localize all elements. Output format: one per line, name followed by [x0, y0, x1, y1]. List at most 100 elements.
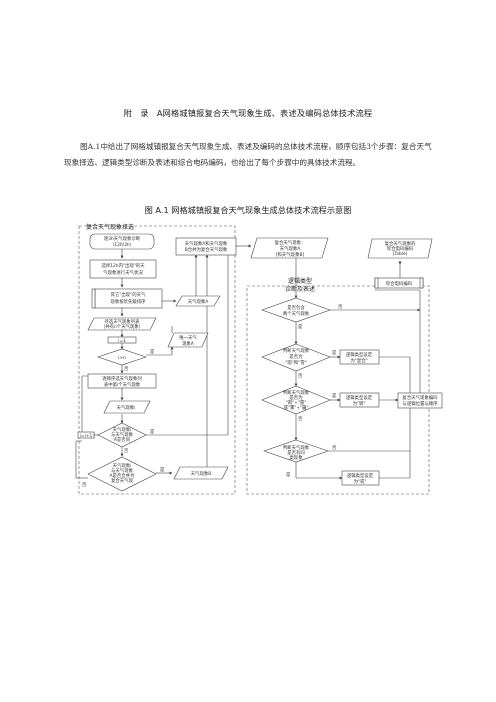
svg-text:为"混合": 为"混合": [350, 357, 367, 364]
node-init-i: i=1: [107, 336, 137, 344]
svg-text:i=i+1: i=i+1: [80, 433, 93, 439]
svg-text:是否包含: 是否包含: [287, 304, 305, 311]
svg-text:i=1: i=1: [118, 338, 126, 344]
svg-text:A是否合并为: A是否合并为: [110, 472, 135, 479]
node-sort-priority: 其它"出现"的天气 现象按优先级排序: [91, 288, 163, 309]
appendix-title: A网格城镇报复合天气现象生成、表述及编码总体技术流程: [156, 108, 373, 118]
node-decision-i-gt-n: i>n 是 否: [97, 348, 155, 372]
svg-text:是: 是: [150, 349, 155, 355]
node-pick-ith: 逐降序选天气现象列 表中第i个天气现象: [87, 373, 157, 389]
svg-text:综合电码编码: 综合电码编码: [386, 280, 413, 287]
svg-text:否: 否: [124, 366, 129, 372]
intro-paragraph: 图A.1中给出了网格城镇报复合天气现象生成、表述及编码的总体技术流程，顺序包括3…: [64, 142, 432, 167]
svg-text:[和天气现象B]: [和天气现象B]: [276, 251, 305, 258]
node-increment-i: i=i+1: [77, 431, 95, 439]
svg-text:逻辑类型设定: 逻辑类型设定: [346, 351, 373, 358]
svg-text:否: 否: [82, 482, 87, 488]
node-merge-ab: 天气现象A和天气现象 B合并为复合天气现象: [175, 237, 237, 256]
svg-text:或"雾"+"霾": 或"雾"+"霾": [284, 404, 309, 411]
svg-text:天气现象B: 天气现象B: [191, 470, 212, 477]
svg-text:天气现象A: 天气现象A: [188, 298, 209, 305]
svg-text:逐3h天气现象诊断: 逐3h天气现象诊断: [104, 235, 141, 242]
group-label-logic-2: 诊断及表述: [285, 285, 315, 293]
group-frame-logic: [246, 285, 430, 495]
node-final-code: 复合天气现象的 综合电码编码 (Table): [367, 238, 433, 259]
svg-text:否: 否: [338, 304, 343, 310]
node-diagnosis: 逐3h天气现象诊断 （12h/3h）: [89, 233, 155, 250]
svg-text:天气现象i: 天气现象i: [117, 404, 136, 411]
svg-text:天气现象i: 天气现象i: [113, 462, 132, 469]
svg-text:i>n: i>n: [118, 355, 126, 361]
svg-text:复合天气现: 复合天气现: [111, 477, 134, 484]
node-candidate-list: 待选天气现象列表 （共有n个天气现象）: [87, 317, 157, 331]
svg-text:（共有n个天气现象）: （共有n个天气现象）: [101, 323, 143, 330]
svg-text:是: 是: [332, 350, 337, 356]
svg-text:是否为: 是否为: [289, 353, 302, 360]
svg-text:唯一天气: 唯一天气: [179, 334, 197, 341]
svg-text:复合天气现象的: 复合天气现象的: [385, 240, 416, 247]
svg-text:气现象进行天气状况: 气现象进行天气状况: [103, 269, 143, 276]
svg-text:判断天气现象: 判断天气现象: [283, 347, 310, 354]
svg-text:是: 是: [286, 472, 291, 478]
svg-text:逐降序选天气现象列: 逐降序选天气现象列: [102, 375, 142, 382]
svg-text:逻辑类型设定: 逻辑类型设定: [347, 472, 374, 479]
figure-caption: 图 A.1 网格城镇报复合天气现象生成总体技术流程示意图: [144, 205, 352, 215]
node-position-order: 复合天气现象编码 与逻辑位置与顺序: [397, 392, 443, 409]
svg-text:"雨"+"雷": "雨"+"雷": [286, 400, 307, 406]
svg-text:否: 否: [332, 445, 337, 451]
svg-text:否: 否: [124, 448, 129, 454]
svg-text:是: 是: [332, 393, 337, 399]
node-decision-same: 天气现象i 与天气现象 A是否同 是 否: [97, 422, 155, 454]
group-label-selection: 复合天气现象择选: [86, 223, 134, 231]
svg-text:B合并为复合天气现象: B合并为复合天气现象: [185, 246, 228, 253]
node-unique-a: 唯一天气 现象A: [167, 332, 209, 348]
svg-text:（12h/3h）: （12h/3h）: [110, 242, 134, 248]
svg-text:判断天气现象: 判断天气现象: [283, 389, 310, 396]
node-decision-rain-thunder: 判断天气现象 是否为 "雨"+"雷" 或"雾"+"霾" 是 否: [261, 385, 337, 422]
svg-text:与逻辑位置与顺序: 与逻辑位置与顺序: [402, 400, 438, 407]
node-decision-merge: 天气现象i 与天气现象 A是否合并为 复合天气现 是 否: [82, 456, 165, 492]
svg-text:逻辑类型设定: 逻辑类型设定: [346, 394, 373, 401]
svg-text:两个天气现象: 两个天气现象: [283, 310, 310, 317]
svg-text:天气现象A和天气现象: 天气现象A和天气现象: [185, 240, 228, 247]
node-weather-b: 天气现象B: [173, 466, 229, 480]
node-decision-rain-snow: 判断天气现象 是否为 "雨"和"雪" 是 否: [261, 343, 337, 379]
svg-text:待选天气现象列表: 待选天气现象列表: [104, 318, 140, 325]
svg-text:天气现象A: 天气现象A: [280, 245, 301, 252]
svg-text:复合天气现象：: 复合天气现象：: [275, 239, 306, 246]
svg-text:否: 否: [298, 416, 303, 422]
svg-text:判断天气现象: 判断天气现象: [283, 444, 310, 451]
svg-text:是: 是: [160, 467, 165, 473]
svg-text:综合电码编码: 综合电码编码: [387, 245, 414, 252]
svg-text:复合天气现象编码: 复合天气现象编码: [402, 394, 438, 401]
svg-text:现象A: 现象A: [182, 340, 194, 347]
node-composite: 复合天气现象： 天气现象A [和天气现象B]: [250, 237, 329, 259]
svg-text:A是否同: A是否同: [114, 437, 131, 443]
node-logic-turn: 逻辑类型设定 为"转": [339, 392, 380, 408]
svg-text:选择12h内"出现"的天: 选择12h内"出现"的天: [101, 262, 145, 269]
svg-text:"雨"和"雪": "雨"和"雪": [285, 359, 306, 366]
node-decision-similar: 判断天气现象 是否有同 类现象 否 是: [263, 439, 337, 478]
connectors: [75, 244, 421, 480]
group-label-logic-1: 逻辑类型: [288, 277, 312, 285]
svg-text:为"转": 为"转": [353, 400, 366, 407]
node-logic-or: 逻辑类型设定 为"或": [341, 470, 380, 486]
node-select-present: 选择12h内"出现"的天 气现象进行天气状况: [89, 259, 157, 279]
svg-text:为"或": 为"或": [354, 478, 367, 485]
svg-text:天气现象i: 天气现象i: [113, 426, 132, 433]
node-weather-i: 天气现象i: [103, 400, 151, 414]
node-weather-a: 天气现象A: [175, 295, 221, 307]
svg-text:现象按优先级排序: 现象按优先级排序: [110, 298, 146, 305]
group-frame-selection: [78, 225, 236, 495]
svg-text:是否为: 是否为: [289, 394, 302, 401]
node-logic-mixed: 逻辑类型设定 为"混合": [339, 349, 380, 365]
svg-text:是: 是: [150, 429, 155, 435]
svg-text:类现象: 类现象: [289, 454, 303, 461]
svg-text:表中第i个天气现象: 表中第i个天气现象: [104, 381, 141, 388]
svg-text:否: 否: [298, 373, 303, 379]
node-decision-two: 是否包含 两个天气现象 否 是: [261, 297, 343, 330]
svg-text:与天气现象: 与天气现象: [111, 467, 134, 474]
node-encode: 综合电码编码: [374, 277, 424, 289]
